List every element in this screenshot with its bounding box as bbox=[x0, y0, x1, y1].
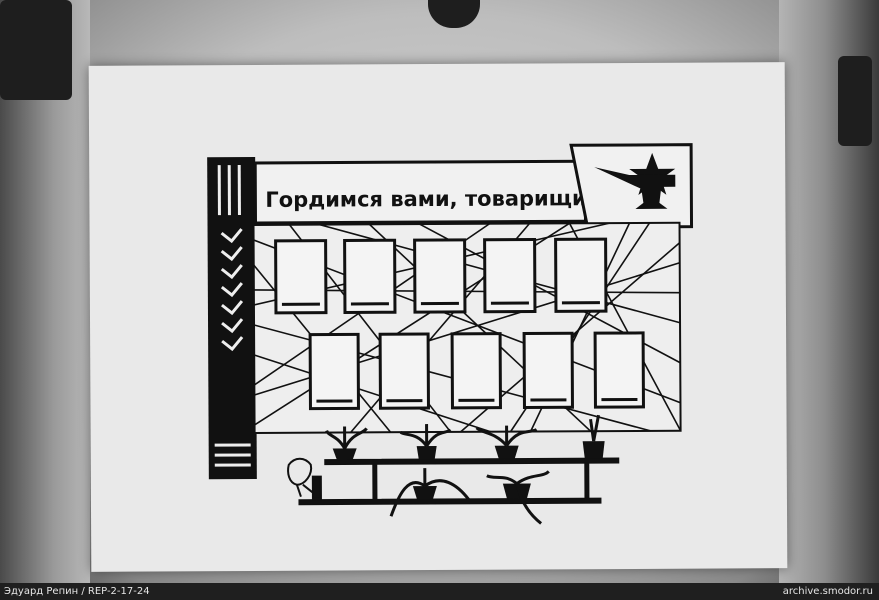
photo-frame bbox=[522, 331, 574, 410]
star-icon bbox=[629, 152, 676, 195]
poster-drawing: Гордимся вами, товарищи! bbox=[207, 143, 694, 525]
cat-icon bbox=[287, 457, 322, 500]
photo-frames-bottom bbox=[308, 331, 645, 411]
photo-frame bbox=[413, 238, 467, 314]
poster-sheet: Гордимся вами, товарищи! bbox=[88, 62, 788, 572]
photo-caption-bar: Эдуард Репин / REP-2-17-24 archive.smodo… bbox=[0, 583, 879, 600]
potted-plant-icon bbox=[399, 424, 452, 460]
clip-top-left bbox=[0, 0, 72, 100]
photo-frame bbox=[554, 237, 608, 313]
source-caption: archive.smodor.ru bbox=[782, 586, 873, 597]
potted-plant-icon bbox=[475, 425, 538, 459]
photo-frame bbox=[378, 332, 430, 410]
potted-plant-icon bbox=[389, 468, 471, 517]
potted-plant-icon bbox=[325, 426, 368, 460]
photo-frame bbox=[593, 331, 645, 409]
plant-shelves bbox=[298, 457, 620, 506]
potted-plant-icon bbox=[582, 414, 605, 459]
photo-frame bbox=[274, 239, 328, 315]
photo-frame bbox=[450, 332, 502, 410]
chevron-icon bbox=[214, 165, 251, 467]
clip-right bbox=[838, 56, 872, 146]
photo-frame bbox=[308, 332, 360, 411]
photo-frame bbox=[343, 238, 397, 314]
poster-headline: Гордимся вами, товарищи! bbox=[265, 186, 596, 212]
anvil-icon bbox=[594, 167, 676, 209]
author-caption: Эдуард Репин / REP-2-17-24 bbox=[4, 586, 150, 597]
photo-scene: Гордимся вами, товарищи! bbox=[0, 0, 879, 583]
clip-top-center bbox=[428, 0, 480, 28]
photo-frame bbox=[483, 237, 537, 314]
potted-plant-icon bbox=[486, 470, 550, 525]
left-strip bbox=[207, 156, 257, 480]
photo-frames-top bbox=[274, 237, 608, 315]
